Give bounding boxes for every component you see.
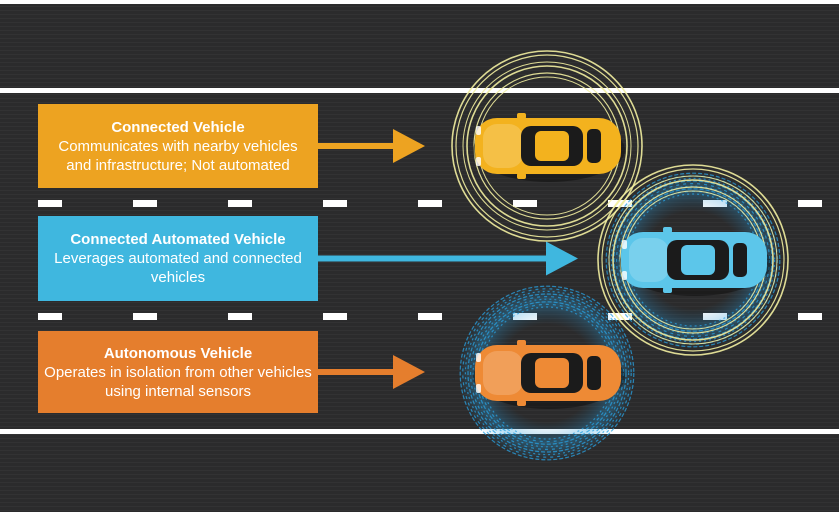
signal-ring	[451, 50, 643, 242]
lane-dash	[323, 313, 347, 320]
road-edge-line-bottom	[0, 429, 839, 434]
connected-car-icon	[473, 113, 625, 182]
lane-dash	[418, 200, 442, 207]
connected-arrow-shaft	[318, 143, 395, 149]
sensor-ring	[459, 285, 635, 461]
sensor-ring	[464, 290, 630, 456]
lane-dash	[228, 200, 252, 207]
car-mirror	[517, 340, 526, 346]
car-mirror	[517, 400, 526, 406]
car-mirror	[517, 113, 526, 119]
autonomous-vehicle	[459, 285, 635, 461]
sensor-ring	[462, 288, 632, 458]
car-mirror	[663, 287, 672, 293]
lane-dash	[798, 200, 822, 207]
connected-automated-vehicle-label-box: Connected Automated Vehicle Leverages au…	[38, 216, 318, 301]
car-hood	[483, 351, 523, 395]
lane-dash	[513, 200, 537, 207]
signal-ring	[466, 65, 628, 227]
lane-dash	[133, 313, 157, 320]
signal-ring	[612, 179, 774, 341]
car-rear-window	[587, 356, 601, 390]
autonomous-vehicle-label-box: Autonomous Vehicle Operates in isolation…	[38, 331, 318, 413]
signal-ring	[462, 61, 632, 231]
connected-vehicle-label-box: Connected Vehicle Communicates with near…	[38, 104, 318, 188]
sensor-ring	[605, 172, 781, 348]
sensor-ring	[613, 180, 773, 340]
connected_automated-arrow-head	[546, 241, 578, 276]
car-mirror	[663, 227, 672, 233]
car-hood	[483, 124, 523, 168]
lane-dash	[608, 313, 632, 320]
connected-automated-vehicle-description: Leverages automated and connected vehicl…	[54, 250, 302, 286]
vehicles-layer	[451, 50, 789, 461]
autonomous-vehicle-title: Autonomous Vehicle	[103, 344, 253, 362]
lane-dash	[38, 313, 62, 320]
autonomous-car-icon	[473, 340, 625, 409]
connected_automated-vehicle	[597, 164, 789, 356]
car-mirror	[517, 173, 526, 179]
car-roof	[535, 358, 569, 388]
signal-ring	[601, 168, 785, 352]
connected_automated-arrow-shaft	[318, 255, 548, 262]
signal-ring	[597, 164, 789, 356]
connected-vehicle	[451, 50, 643, 242]
sensor-ring	[467, 293, 627, 453]
connected-automated-vehicle-title: Connected Automated Vehicle	[70, 231, 286, 248]
road-bottom-margin	[0, 512, 839, 517]
lane-dash	[418, 313, 442, 320]
road-top-margin	[0, 0, 839, 4]
connected-arrow-head	[393, 129, 425, 163]
car-headlight	[622, 271, 627, 280]
connected-vehicle-title: Connected Vehicle	[111, 118, 245, 136]
lane-dash	[228, 313, 252, 320]
lane-dash	[133, 200, 157, 207]
car-headlight	[476, 384, 481, 393]
car-roof	[535, 131, 569, 161]
autonomous-vehicle-description: Operates in isolation from other vehicle…	[44, 363, 312, 400]
car-rear-window	[587, 129, 601, 163]
car-roof	[681, 245, 715, 275]
car-headlight	[476, 126, 481, 135]
car-headlight	[476, 353, 481, 362]
connected-vehicle-description: Communicates with nearby vehicles and in…	[58, 137, 298, 174]
car-hood	[629, 238, 669, 282]
lane-dash	[323, 200, 347, 207]
signal-ring	[455, 54, 639, 238]
car-headlight	[622, 240, 627, 249]
lane-dash	[38, 200, 62, 207]
road-edge-line-top	[0, 88, 839, 93]
sensor-ring	[610, 177, 776, 343]
arrows-layer	[318, 129, 578, 389]
autonomous-arrow-shaft	[318, 369, 395, 375]
sensor-ring	[470, 296, 625, 451]
lane-dash	[608, 200, 632, 207]
car-rear-window	[733, 243, 747, 277]
autonomous-arrow-head	[393, 355, 425, 389]
sensor-ring	[615, 183, 770, 338]
car-headlight	[476, 157, 481, 166]
signal-ring	[608, 175, 778, 345]
lane-dash	[798, 313, 822, 320]
connected_automated-car-icon	[619, 227, 771, 296]
